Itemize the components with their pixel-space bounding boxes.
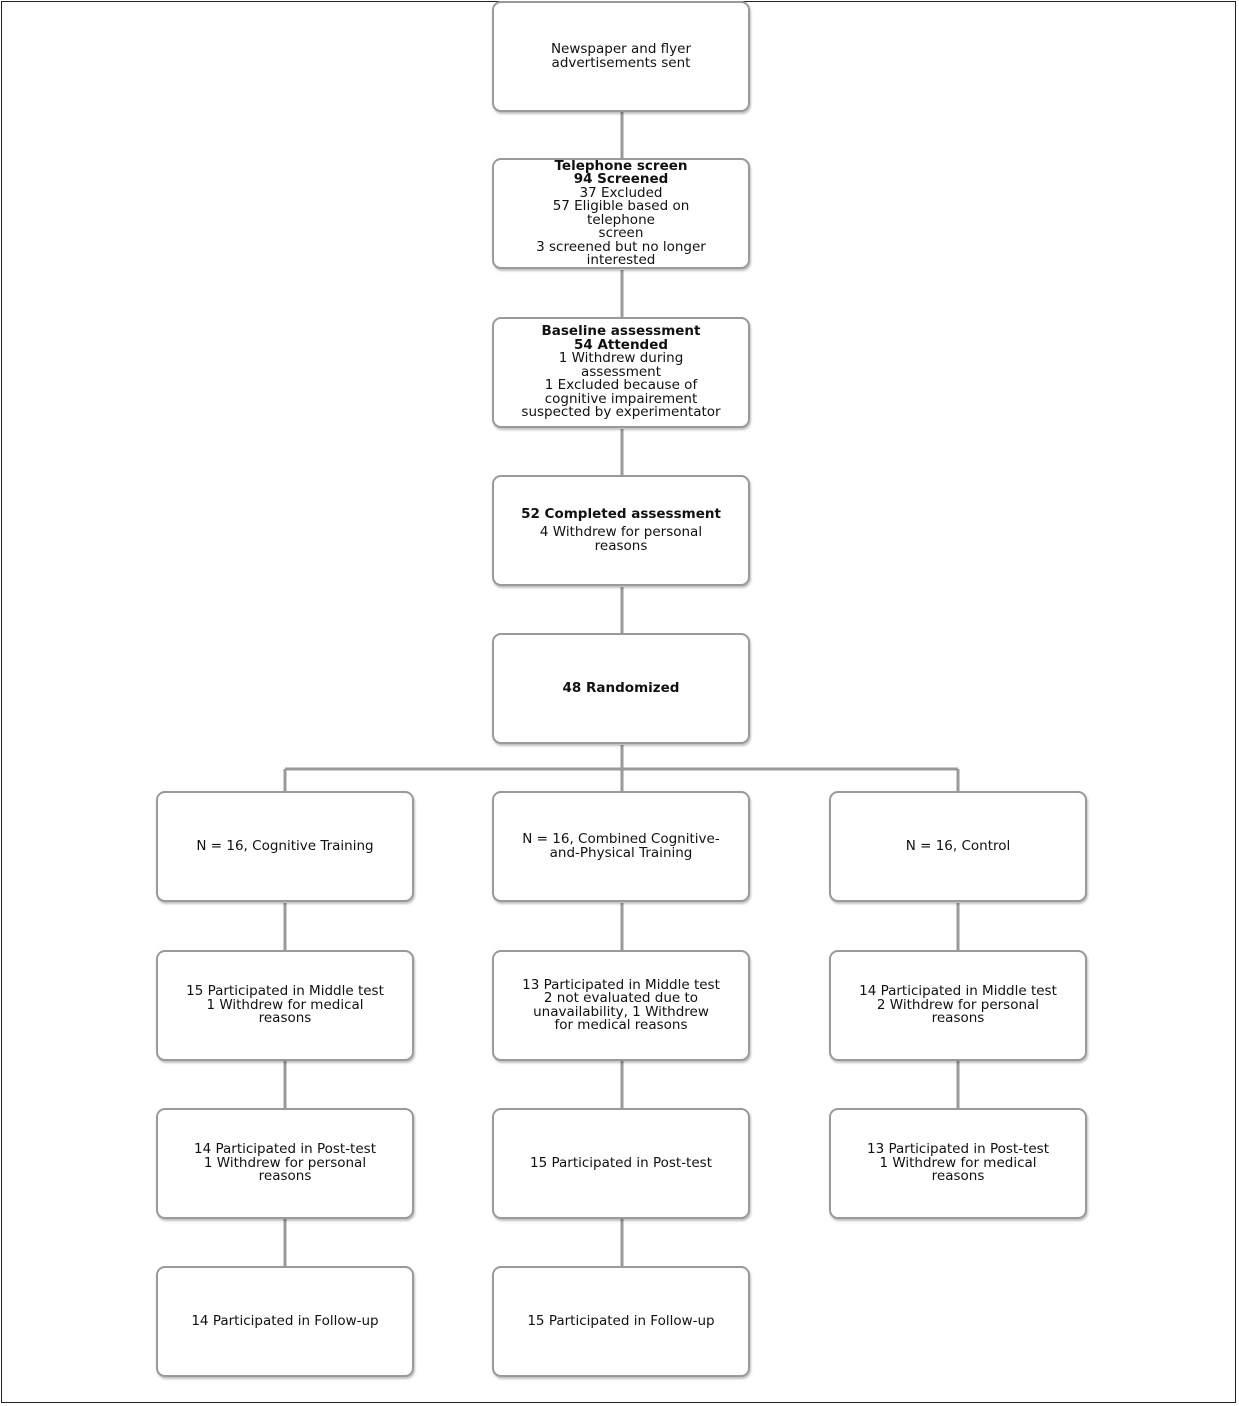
randomized-title: 48 Randomized [562, 679, 680, 696]
arm-group-label: N = 16, Combined Cognitive- and-Physical… [522, 831, 720, 861]
box-arm-combined-middle: 13 Participated in Middle test 2 not eva… [492, 950, 750, 1061]
arm-post-text: 13 Participated in Post-test 1 Withdrew … [867, 1141, 1049, 1185]
box-arm-control-post: 13 Participated in Post-test 1 Withdrew … [829, 1108, 1087, 1219]
box-baseline-assessment: Baseline assessment 54 Attended 1 Withdr… [492, 317, 750, 428]
box-completed-assessment: 52 Completed assessment 4 Withdrew for p… [492, 475, 750, 586]
telephone-screened: 94 Screened [573, 171, 669, 187]
box-telephone-screen: Telephone screen 94 Screened 37 Excluded… [492, 158, 750, 269]
box-arm-combined-post: 15 Participated in Post-test [492, 1108, 750, 1219]
arm-followup-text: 14 Participated in Follow-up [191, 1312, 379, 1329]
arm-group-label: N = 16, Control [905, 837, 1011, 854]
box-advertisements: Newspaper and flyer advertisements sent [492, 1, 750, 112]
telephone-details: 37 Excluded 57 Eligible based on telepho… [536, 184, 706, 268]
box-arm-cognitive-followup: 14 Participated in Follow-up [156, 1266, 414, 1377]
arm-group-label: N = 16, Cognitive Training [196, 837, 374, 854]
baseline-details: 1 Withdrew during assessment 1 Excluded … [521, 350, 721, 421]
baseline-attended: 54 Attended [573, 336, 669, 353]
arm-post-text: 14 Participated in Post-test 1 Withdrew … [194, 1141, 376, 1185]
arm-post-text: 15 Participated in Post-test [530, 1154, 712, 1171]
completed-details: 4 Withdrew for personal reasons [539, 524, 703, 554]
arm-followup-text: 15 Participated in Follow-up [527, 1312, 715, 1329]
box-arm-cognitive-post: 14 Participated in Post-test 1 Withdrew … [156, 1108, 414, 1219]
box-arm-cognitive-middle: 15 Participated in Middle test 1 Withdre… [156, 950, 414, 1061]
box-arm-control-middle: 14 Participated in Middle test 2 Withdre… [829, 950, 1087, 1061]
arm-middle-text: 13 Participated in Middle test 2 not eva… [522, 976, 720, 1033]
box-arm-control-group: N = 16, Control [829, 791, 1087, 902]
arm-middle-text: 14 Participated in Middle test 2 Withdre… [859, 983, 1057, 1027]
completed-title: 52 Completed assessment [521, 505, 721, 522]
baseline-title: Baseline assessment [541, 323, 701, 340]
box-arm-combined-followup: 15 Participated in Follow-up [492, 1266, 750, 1377]
box-arm-cognitive-group: N = 16, Cognitive Training [156, 791, 414, 902]
telephone-title: Telephone screen [554, 157, 688, 174]
advertisements-text: Newspaper and flyer advertisements sent [550, 41, 692, 71]
box-randomized: 48 Randomized [492, 633, 750, 744]
box-arm-combined-group: N = 16, Combined Cognitive- and-Physical… [492, 791, 750, 902]
arm-middle-text: 15 Participated in Middle test 1 Withdre… [186, 983, 384, 1027]
